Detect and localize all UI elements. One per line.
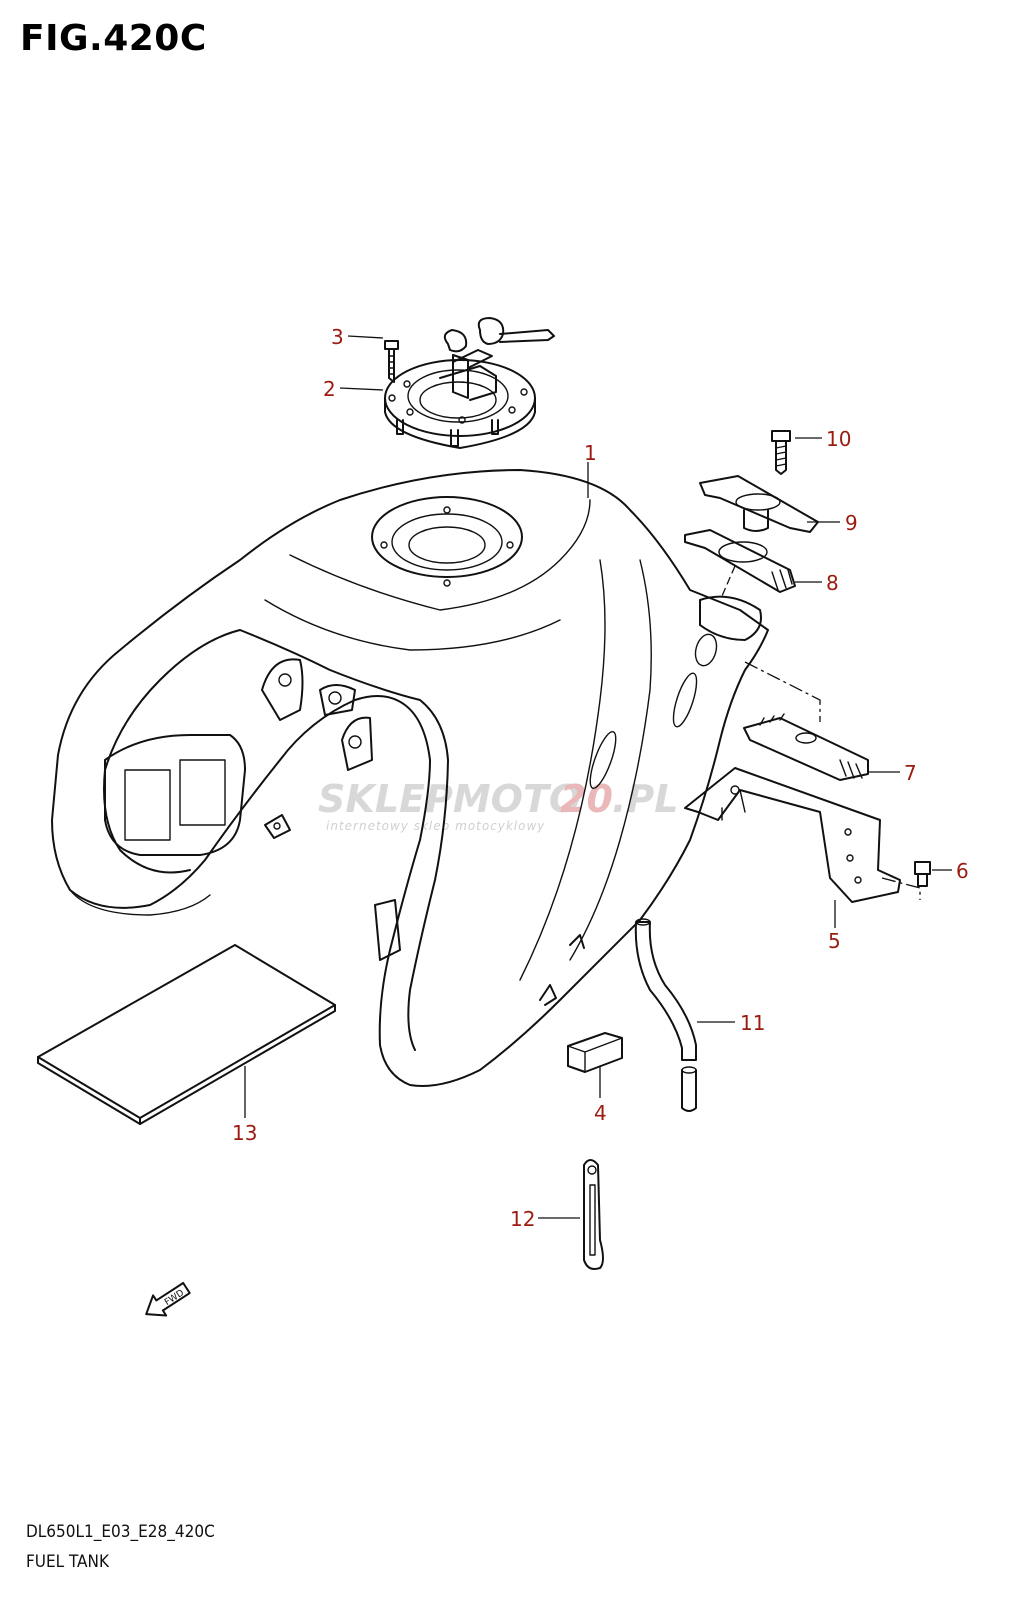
part-2-fuel-cap xyxy=(384,317,555,449)
part-5-bracket xyxy=(684,767,901,903)
callout-12: 12 xyxy=(510,1207,535,1231)
part-8-gasket xyxy=(684,529,796,593)
watermark: SKLEPMOTO 20 .PL internetowy sklep motoc… xyxy=(318,777,679,833)
callout-7: 7 xyxy=(904,761,917,785)
callout-2: 2 xyxy=(323,377,336,401)
callout-8: 8 xyxy=(826,571,839,595)
part-7-cushion xyxy=(743,713,869,781)
figure-name: FUEL TANK xyxy=(26,1552,109,1572)
callout-13: 13 xyxy=(232,1121,257,1145)
part-11-hose xyxy=(634,918,697,1112)
watermark-tagline: internetowy sklep motocyklowy xyxy=(326,819,545,833)
callout-10: 10 xyxy=(826,427,851,451)
callout-numbers: 1 2 3 4 5 6 7 8 9 10 11 12 13 xyxy=(232,325,969,1231)
part-10-bolt xyxy=(771,430,791,475)
callout-6: 6 xyxy=(956,859,969,883)
part-9-plate xyxy=(699,475,819,533)
callout-9: 9 xyxy=(845,511,858,535)
part-6-bolt xyxy=(914,861,931,887)
figure-title: FIG.420C xyxy=(20,18,207,59)
callout-1: 1 xyxy=(584,441,597,465)
fwd-arrow-icon: FWD xyxy=(145,1281,191,1317)
part-1-fuel-tank xyxy=(51,469,769,1087)
fwd-label: FWD xyxy=(163,1288,186,1308)
part-4-block xyxy=(567,1032,623,1073)
figure-code: DL650L1_E03_E28_420C xyxy=(26,1522,215,1542)
leader-lines xyxy=(244,335,952,1219)
watermark-brand-c: .PL xyxy=(612,777,679,821)
callout-3: 3 xyxy=(331,325,344,349)
callout-4: 4 xyxy=(594,1101,607,1125)
callout-11: 11 xyxy=(740,1011,765,1035)
watermark-brand-a: SKLEPMOTO xyxy=(318,777,581,821)
guide-lines xyxy=(721,565,921,900)
part-12-strap xyxy=(583,1159,604,1270)
part-3-screw xyxy=(384,340,399,383)
callout-5: 5 xyxy=(828,929,841,953)
part-13-pad xyxy=(37,944,336,1125)
